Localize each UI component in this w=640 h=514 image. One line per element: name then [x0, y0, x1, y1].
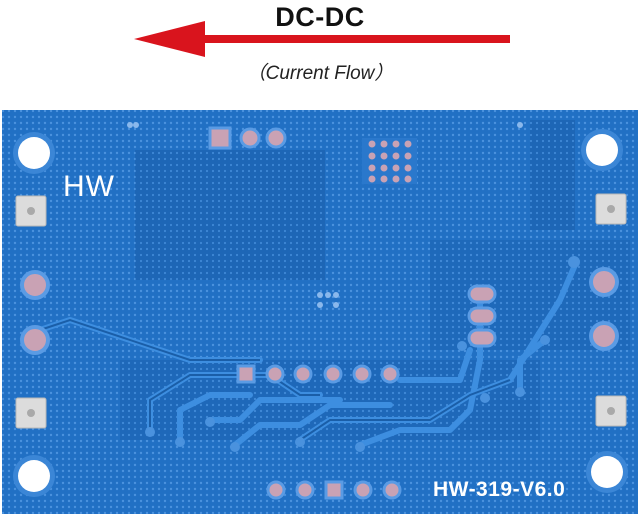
silkscreen-brand: HW [63, 170, 115, 203]
current-flow-caption: （Current Flow） [246, 63, 394, 84]
header: DC-DC （Current Flow） [0, 0, 640, 105]
silkscreen-model: HW-319-V6.0 [433, 478, 566, 501]
left-arrow-icon [134, 21, 510, 57]
mounting-holes [13, 129, 628, 497]
page-title: DC-DC [275, 2, 365, 32]
